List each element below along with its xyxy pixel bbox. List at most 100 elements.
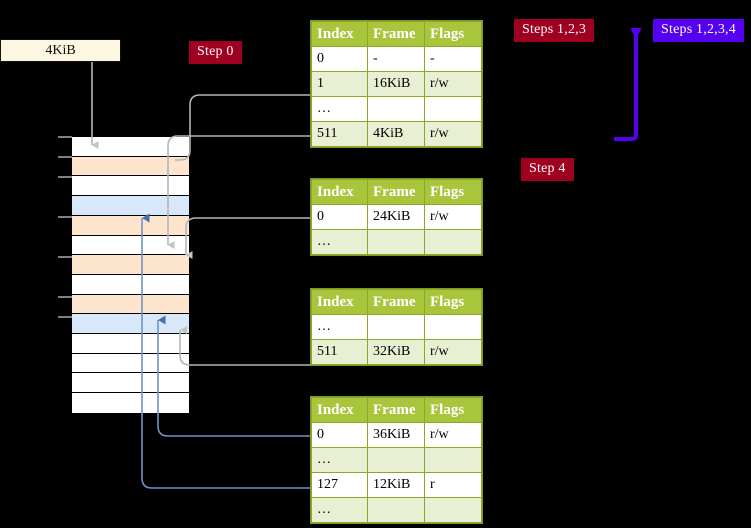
table-header-row: Index Frame Flags [311,21,482,47]
table-row: 127 12KiB r [311,472,482,498]
memory-row-white [72,373,189,394]
column-header-index: Index [311,21,368,47]
table-row: 0 - - [311,46,482,72]
pdp-table: Index Frame Flags 0 24KiB r/w … [311,179,482,255]
steps-123-badge: Steps 1,2,3 [514,19,595,42]
memory-tick [58,176,72,178]
cell-index: 511 [311,121,368,147]
cell-index: 511 [311,339,368,365]
column-header-frame: Frame [367,179,425,205]
cell-index: … [311,229,368,255]
cell-index: … [311,96,368,122]
cell-flags [424,447,482,473]
cell-flags: r/w [424,422,482,448]
cell-frame [367,96,425,122]
cell-flags: r/w [424,339,482,365]
step4-label: Step 4 [529,161,566,176]
cell-index: 0 [311,204,368,230]
cell-frame [367,447,425,473]
table-row: … [311,96,482,122]
memory-row-blue [72,196,189,216]
cell-frame [367,497,425,523]
table-row: … [311,314,482,340]
cell-frame: 24KiB [367,204,425,230]
step0-label: Step 0 [197,44,234,59]
memory-row-white [72,137,189,157]
table-row: 0 24KiB r/w [311,204,482,230]
column-header-index: Index [311,289,368,315]
cell-frame: 16KiB [367,71,425,97]
cell-frame: 36KiB [367,422,425,448]
cell-frame [367,314,425,340]
cell-frame [367,229,425,255]
column-header-flags: Flags [424,289,482,315]
cell-flags: r [424,472,482,498]
table-header-row: Index Frame Flags [311,289,482,315]
memory-tick [58,316,72,318]
wire-pdp-to-memory [185,217,312,259]
column-header-index: Index [311,397,368,423]
column-header-frame: Frame [367,289,425,315]
cell-index: 0 [311,46,368,72]
step0-badge: Step 0 [189,41,242,64]
pt-table: Index Frame Flags 0 36KiB r/w … 127 12Ki… [311,397,482,523]
memory-tick [58,156,72,158]
memory-row-peach [72,294,189,315]
column-header-flags: Flags [424,397,482,423]
column-header-frame: Frame [367,397,425,423]
column-header-flags: Flags [424,21,482,47]
cell-flags [424,314,482,340]
cell-frame: 12KiB [367,472,425,498]
memory-column [71,136,190,414]
table-header-row: Index Frame Flags [311,397,482,423]
memory-row-blue [72,314,189,335]
memory-row-white [72,274,189,295]
table-row-highlighted: 511 4KiB r/w [311,121,482,147]
cell-flags [424,497,482,523]
table-row: 0 36KiB r/w [311,422,482,448]
steps-1234-label: Steps 1,2,3,4 [661,22,736,37]
cell-index: … [311,497,368,523]
wire-pd-to-memory [179,326,312,366]
memory-row-white [72,235,189,256]
cell-index: … [311,314,368,340]
memory-tick [58,136,72,138]
frame-size-label: 4KiB [45,42,76,58]
pml4-table: Index Frame Flags 0 - - 1 16KiB r/w … 51… [311,21,482,147]
frame-size-box: 4KiB [0,39,121,62]
cell-frame: 32KiB [367,339,425,365]
pd-table: Index Frame Flags … 511 32KiB r/w [311,289,482,365]
memory-row-white [72,393,189,413]
steps-123-label: Steps 1,2,3 [522,22,587,37]
memory-row-white [72,176,189,197]
column-header-frame: Frame [367,21,425,47]
memory-row-peach [72,156,189,177]
step4-badge: Step 4 [521,158,574,181]
cell-flags: - [424,46,482,72]
memory-row-peach [72,215,189,236]
memory-tick [58,256,72,258]
cell-flags: r/w [424,204,482,230]
steps-1234-badge: Steps 1,2,3,4 [653,19,744,42]
cell-index: … [311,447,368,473]
memory-row-white [72,334,189,354]
cell-index: 127 [311,472,368,498]
memory-tick [58,216,72,218]
wire-hook-top [175,94,310,161]
cell-index: 1 [311,71,368,97]
cell-index: 0 [311,422,368,448]
table-header-row: Index Frame Flags [311,179,482,205]
memory-tick [58,296,72,298]
column-header-index: Index [311,179,368,205]
table-row: 511 32KiB r/w [311,339,482,365]
violet-bracket-arrow [614,28,642,141]
cell-frame: 4KiB [367,121,425,147]
memory-row-peach [72,255,189,275]
cell-frame: - [367,46,425,72]
memory-row-white [72,353,189,374]
cell-flags [424,229,482,255]
cell-flags [424,96,482,122]
table-row: … [311,447,482,473]
table-row: … [311,497,482,523]
